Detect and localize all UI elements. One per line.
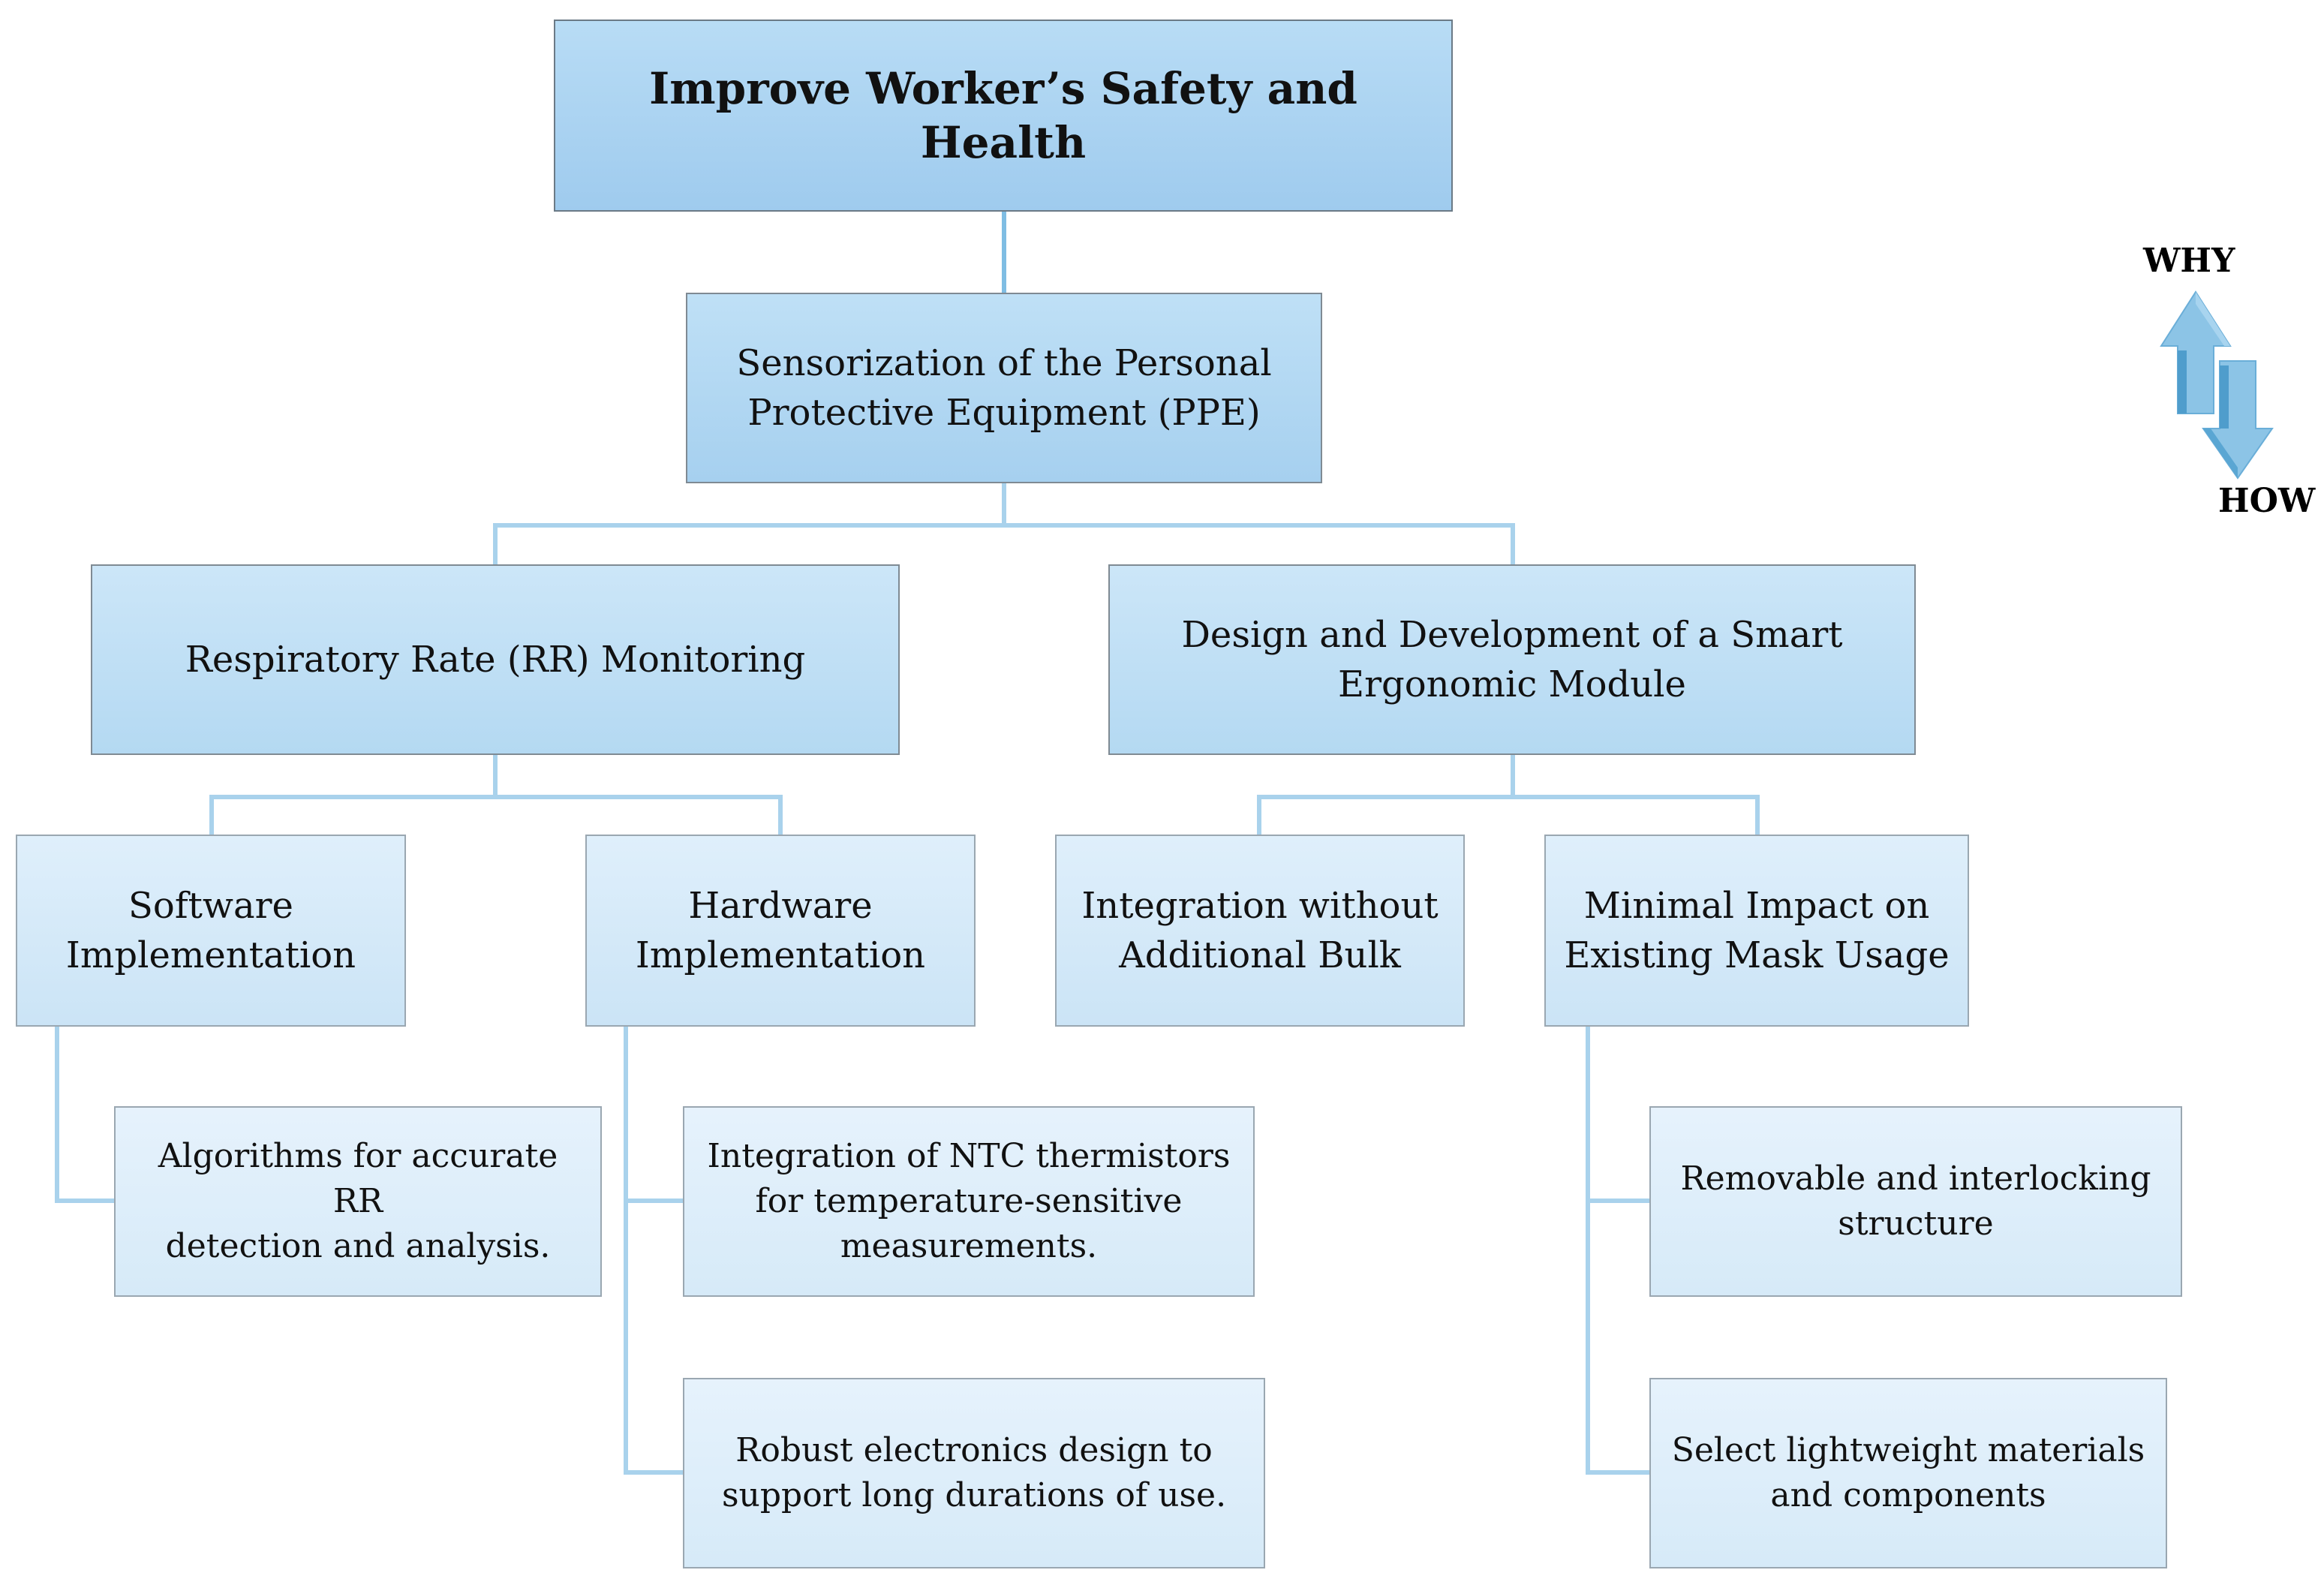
removable-structure-label: Removable and interlocking structure	[1680, 1159, 2151, 1243]
up-arrow-icon	[2160, 290, 2232, 414]
software-implementation-label: Software Implementation	[65, 884, 356, 976]
rr-monitoring-label: Respiratory Rate (RR) Monitoring	[185, 638, 806, 681]
root-goal-box: Improve Worker’s Safety and Health	[554, 20, 1453, 212]
hardware-implementation-label: Hardware Implementation	[635, 884, 926, 976]
algorithms-box: Algorithms for accurate RR detection and…	[114, 1106, 602, 1297]
minimal-impact-label: Minimal Impact on Existing Mask Usage	[1564, 884, 1950, 976]
ppe-sensorization-box: Sensorization of the Personal Protective…	[686, 293, 1322, 483]
robust-electronics-box: Robust electronics design to support lon…	[683, 1378, 1265, 1568]
why-label: WHY	[2143, 242, 2235, 280]
integration-box: Integration without Additional Bulk	[1055, 835, 1465, 1027]
robust-electronics-label: Robust electronics design to support lon…	[721, 1431, 1227, 1514]
why-how-arrows	[2160, 290, 2274, 480]
minimal-impact-box: Minimal Impact on Existing Mask Usage	[1544, 835, 1969, 1027]
integration-label: Integration without Additional Bulk	[1081, 884, 1439, 976]
ntc-thermistors-label: Integration of NTC thermistors for tempe…	[707, 1137, 1231, 1265]
lightweight-materials-box: Select lightweight materials and compone…	[1649, 1378, 2167, 1568]
smart-module-label: Design and Development of a Smart Ergono…	[1181, 613, 1843, 705]
how-label: HOW	[2218, 482, 2316, 520]
smart-module-box: Design and Development of a Smart Ergono…	[1108, 564, 1916, 755]
root-goal-label: Improve Worker’s Safety and Health	[649, 62, 1357, 169]
algorithms-label: Algorithms for accurate RR detection and…	[158, 1137, 558, 1265]
ntc-thermistors-box: Integration of NTC thermistors for tempe…	[683, 1106, 1255, 1297]
software-implementation-box: Software Implementation	[16, 835, 406, 1027]
ppe-sensorization-label: Sensorization of the Personal Protective…	[736, 341, 1272, 434]
hardware-implementation-box: Hardware Implementation	[585, 835, 976, 1027]
removable-structure-box: Removable and interlocking structure	[1649, 1106, 2182, 1297]
rr-monitoring-box: Respiratory Rate (RR) Monitoring	[91, 564, 900, 755]
down-arrow-icon	[2202, 360, 2274, 480]
lightweight-materials-label: Select lightweight materials and compone…	[1671, 1431, 2145, 1514]
